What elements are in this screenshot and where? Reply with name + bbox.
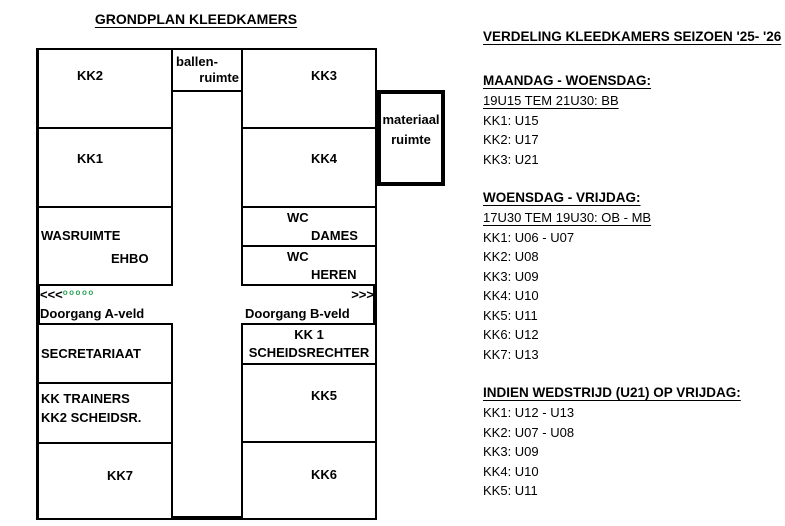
section-heading: MAANDAG - WOENSDAG: bbox=[483, 73, 651, 88]
room-kk7: KK7 bbox=[37, 442, 173, 520]
room-ballenruimte: ballen- ruimte bbox=[171, 48, 243, 92]
schedule-item: KK7: U13 bbox=[483, 346, 539, 362]
floorplan-title: GRONDPLAN KLEEDKAMERS bbox=[94, 11, 298, 27]
green-dots-icon: ooooo bbox=[62, 288, 95, 297]
room-kk6-label: KK6 bbox=[310, 467, 337, 482]
schedule-item: KK5: U11 bbox=[483, 483, 538, 498]
room-kk4: KK4 bbox=[241, 127, 377, 208]
room-kk2-label: KK2 bbox=[76, 68, 103, 83]
kk-trainers-label: KK TRAINERS bbox=[41, 391, 130, 406]
schedule-title: VERDELING KLEEDKAMERS SEIZOEN '25- '26 bbox=[483, 29, 782, 44]
schedule-item: KK1: U12 - U13 bbox=[483, 405, 575, 420]
room-wasruimte-ehbo: WASRUIMTE EHBO bbox=[37, 206, 173, 286]
room-kk-trainers: KK TRAINERS KK2 SCHEIDSR. bbox=[37, 382, 173, 444]
kk1-scheidsrechter-label-line2: SCHEIDSRECHTER bbox=[248, 345, 370, 360]
materiaal-label-line1: materiaal bbox=[382, 112, 440, 127]
room-kk1-scheidsrechter: KK 1 SCHEIDSRECHTER bbox=[241, 323, 377, 365]
schedule-item: KK1: U06 - U07 bbox=[483, 229, 575, 245]
kk1-scheidsrechter-label-line1: KK 1 bbox=[294, 327, 324, 342]
schedule-item: KK4: U10 bbox=[483, 288, 539, 303]
passage-right-marker: >>> bbox=[241, 287, 374, 302]
wc-heren-label-line1: WC bbox=[287, 249, 309, 264]
schedule-item: KK2: U07 - U08 bbox=[483, 424, 575, 440]
room-kk1: KK1 bbox=[37, 127, 173, 208]
doorgang-a-label: Doorgang A-veld bbox=[40, 306, 145, 321]
room-kk6: KK6 bbox=[241, 441, 377, 520]
wc-dames-label-line2: DAMES bbox=[311, 228, 358, 243]
doorgang-b-label: Doorgang B-veld bbox=[245, 306, 350, 321]
wc-dames-label-line1: WC bbox=[287, 210, 309, 225]
section-heading: WOENSDAG - VRIJDAG: bbox=[483, 190, 641, 205]
room-kk7-label: KK7 bbox=[106, 467, 133, 483]
room-kk1-label: KK1 bbox=[76, 151, 103, 166]
room-kk2: KK2 bbox=[37, 48, 173, 129]
schedule-item: KK3: U09 bbox=[483, 444, 539, 459]
room-materiaal-ruimte: materiaal ruimte bbox=[377, 90, 445, 186]
arrow-right-icon: >>> bbox=[351, 287, 374, 302]
kk2-scheidsr-label: KK2 SCHEIDSR. bbox=[41, 410, 142, 425]
room-kk5-label: KK5 bbox=[310, 387, 337, 403]
schedule-section-woensdag-vrijdag: WOENSDAG - VRIJDAG: 17U30 TEM 19U30: OB … bbox=[483, 188, 783, 364]
section-heading: INDIEN WEDSTRIJD (U21) OP VRIJDAG: bbox=[483, 385, 741, 400]
room-wc-dames: WC DAMES bbox=[241, 206, 377, 247]
room-wc-heren: WC HEREN bbox=[241, 245, 377, 286]
passage-left-marker: <<<ooooo bbox=[40, 287, 95, 302]
schedule-item: KK6: U12 bbox=[483, 327, 539, 342]
room-kk4-label: KK4 bbox=[310, 151, 337, 166]
wasruimte-label: WASRUIMTE bbox=[41, 228, 121, 243]
schedule-section-indien-wedstrijd: INDIEN WEDSTRIJD (U21) OP VRIJDAG: KK1: … bbox=[483, 383, 783, 501]
schedule-item: KK4: U10 bbox=[483, 463, 539, 479]
secretariaat-label: SECRETARIAAT bbox=[41, 346, 141, 361]
section-subheading: 17U30 TEM 19U30: OB - MB bbox=[483, 210, 652, 225]
room-kk5: KK5 bbox=[241, 363, 377, 443]
section-subheading: 19U15 TEM 21U30: BB bbox=[483, 93, 619, 108]
ballenruimte-label-line2: ruimte bbox=[199, 70, 239, 85]
materiaal-label-line2: ruimte bbox=[391, 132, 431, 147]
schedule-item: KK1: U15 bbox=[483, 112, 539, 128]
schedule-item: KK5: U11 bbox=[483, 307, 538, 323]
schedule-item: KK3: U09 bbox=[483, 268, 539, 284]
room-secretariaat: SECRETARIAAT bbox=[37, 323, 173, 384]
schedule-item: KK3: U21 bbox=[483, 151, 539, 167]
arrow-left-icon: <<< bbox=[40, 287, 63, 302]
schedule-item: KK2: U17 bbox=[483, 132, 539, 147]
room-kk3: KK3 bbox=[241, 48, 377, 129]
schedule-panel: VERDELING KLEEDKAMERS SEIZOEN '25- '26 M… bbox=[483, 27, 783, 501]
wc-heren-label-line2: HEREN bbox=[311, 267, 357, 282]
room-kk3-label: KK3 bbox=[310, 68, 337, 83]
schedule-section-maandag-woensdag: MAANDAG - WOENSDAG: 19U15 TEM 21U30: BB … bbox=[483, 71, 783, 169]
schedule-item: KK2: U08 bbox=[483, 249, 539, 264]
ballenruimte-label-line1: ballen- bbox=[176, 54, 218, 69]
ehbo-label: EHBO bbox=[111, 251, 149, 266]
